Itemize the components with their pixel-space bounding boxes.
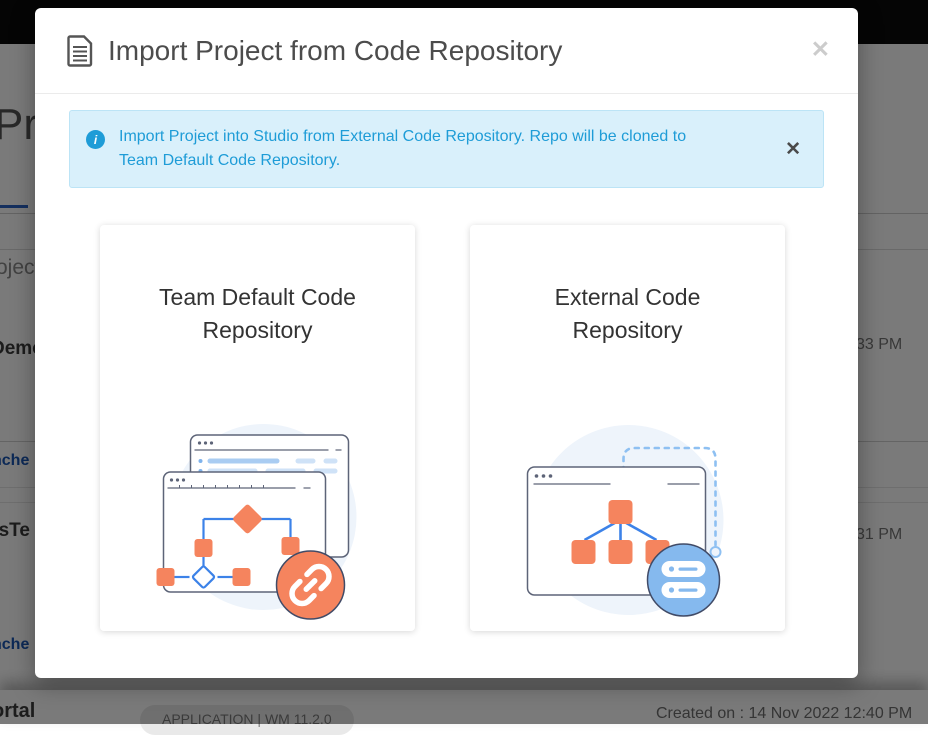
flowchart-windows-illustration xyxy=(156,424,356,620)
info-icon: i xyxy=(86,130,105,149)
server-icon xyxy=(646,543,720,617)
import-project-dialog: Import Project from Code Repository ✕ i … xyxy=(35,8,858,678)
document-icon xyxy=(67,34,93,67)
external-repo-card[interactable]: External Code Repository xyxy=(470,225,785,631)
dialog-title: Import Project from Code Repository xyxy=(108,34,563,66)
external-repo-illustration xyxy=(515,417,740,627)
alert-close-icon[interactable]: ✕ xyxy=(785,138,801,160)
team-default-repo-card[interactable]: Team Default Code Repository xyxy=(100,225,415,631)
team-default-repo-title: Team Default Code Repository xyxy=(159,284,356,343)
repository-options: Team Default Code Repository xyxy=(100,225,858,631)
team-default-repo-illustration xyxy=(145,417,370,627)
external-repo-title: External Code Repository xyxy=(554,284,701,343)
info-alert-text: Import Project into Studio from External… xyxy=(119,128,687,169)
tree-window-illustration xyxy=(526,425,723,617)
info-alert: i Import Project into Studio from Extern… xyxy=(69,110,824,188)
dialog-header: Import Project from Code Repository ✕ xyxy=(35,8,858,94)
dialog-close-icon[interactable]: ✕ xyxy=(810,36,830,62)
